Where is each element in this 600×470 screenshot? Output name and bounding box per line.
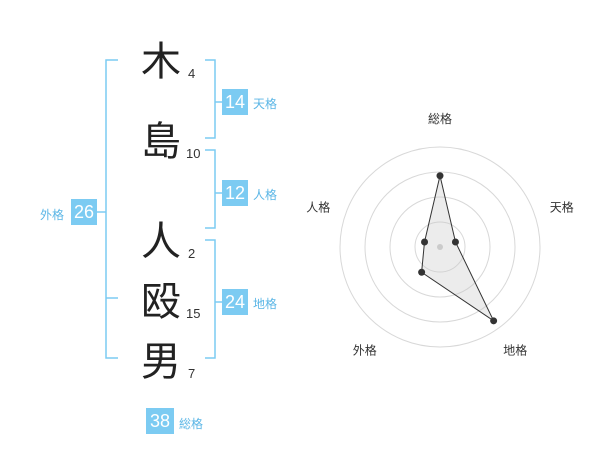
radar-ring — [339, 146, 541, 348]
soukaku-label: 総格 — [179, 417, 204, 431]
radar-axis-label-2: 天格 — [550, 199, 574, 214]
radar-series — [418, 172, 498, 325]
radar-ring — [414, 221, 466, 273]
jinkaku-label: 人格 — [253, 188, 278, 202]
radar-point-3 — [490, 317, 498, 325]
radar-ring — [364, 171, 516, 323]
tenkaku-bracket — [205, 59, 216, 139]
surname-char-1: 木 — [141, 39, 181, 85]
radar-axis-label-4: 外格 — [353, 343, 377, 358]
jinkaku-bracket — [205, 149, 216, 229]
given-char-3: 男 — [141, 339, 181, 385]
surname-char-1-strokes: 4 — [188, 66, 196, 81]
chikaku-badge: 24 — [222, 289, 248, 315]
radar-axis-label-1: 総格 — [428, 111, 452, 126]
gaikaku-label: 外格 — [40, 208, 65, 222]
chikaku-label: 地格 — [253, 297, 278, 311]
given-char-1: 人 — [141, 219, 181, 265]
chikaku-bracket — [205, 239, 216, 359]
radar-axis-label-3: 地格 — [503, 343, 527, 358]
radar-point-1 — [436, 172, 444, 180]
surname-char-2-strokes: 10 — [186, 146, 201, 161]
given-char-2-strokes: 15 — [186, 306, 201, 321]
given-char-2: 殴 — [141, 279, 181, 325]
radar-ring — [389, 196, 491, 298]
jinkaku-badge: 12 — [222, 180, 248, 206]
radar-point-2 — [451, 238, 459, 246]
given-char-1-strokes: 2 — [188, 246, 196, 261]
given-char-3-strokes: 7 — [188, 366, 196, 381]
surname-char-2: 島 — [141, 119, 181, 165]
radar-series-polygon — [421, 175, 495, 323]
tenkaku-label: 天格 — [253, 97, 278, 111]
soukaku-badge: 38 — [146, 408, 174, 434]
radar-center — [437, 244, 443, 250]
gaikaku-badge: 26 — [71, 199, 97, 225]
radar-point-4 — [418, 268, 426, 276]
radar-rings — [339, 146, 541, 348]
radar-axis-label-5: 人格 — [306, 199, 330, 214]
tenkaku-badge: 14 — [222, 89, 248, 115]
gaikaku-bracket — [105, 59, 118, 359]
radar-point-5 — [421, 238, 429, 246]
